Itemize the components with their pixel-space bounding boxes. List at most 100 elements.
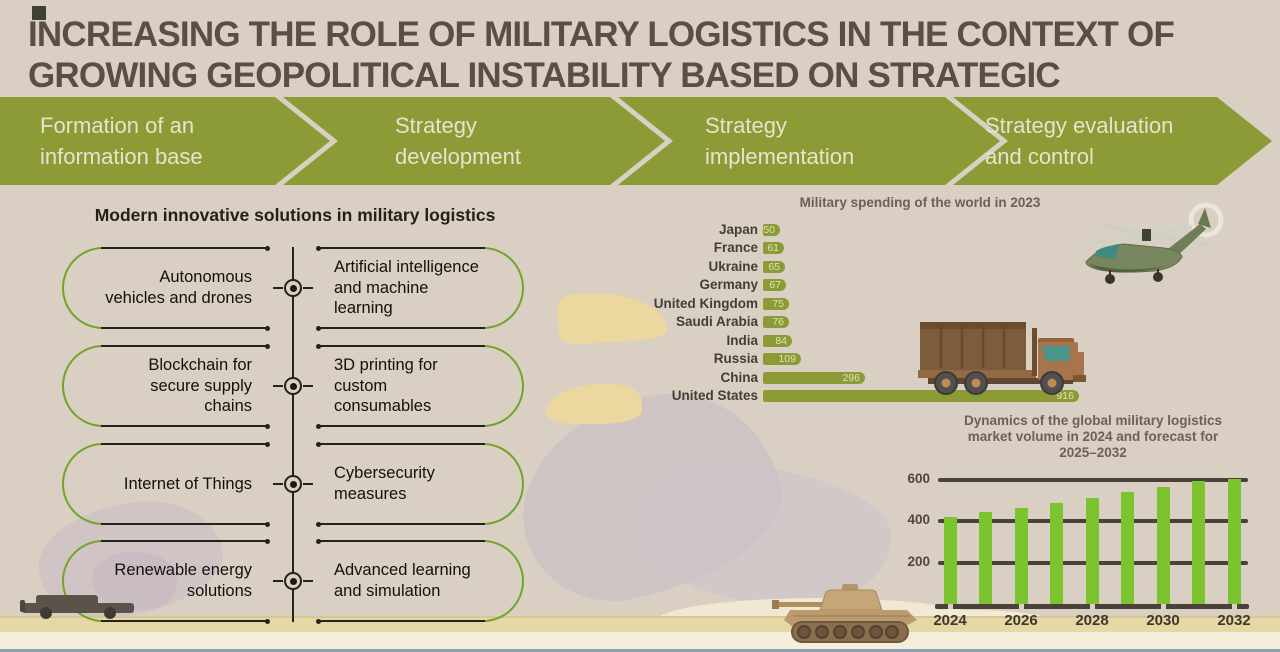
market-bar	[1050, 502, 1063, 604]
process-arrow-2	[283, 97, 665, 185]
market-bar	[1227, 478, 1241, 604]
spending-category-label: United States	[671, 388, 758, 404]
box-line	[101, 618, 270, 624]
solution-box-left: Internet of Things	[62, 441, 270, 527]
box-line	[101, 538, 270, 544]
box-line	[101, 423, 270, 429]
title-bullet-square	[32, 6, 46, 20]
process-step-label: Strategy implementation	[705, 113, 855, 169]
box-cap	[62, 247, 104, 329]
spending-value-label: 84	[775, 334, 787, 347]
market-chart-title-line: Dynamics of the global military logistic…	[963, 413, 1223, 428]
connector-node-icon	[273, 569, 313, 593]
process-step-label: Strategy development	[395, 113, 521, 169]
spending-chart-title: Military spending of the world in 2023	[799, 195, 1041, 210]
market-chart-title-line: 2025–2032	[1059, 445, 1127, 460]
spending-value-bar: 61	[763, 242, 784, 255]
solution-box-right: Cybersecurity measures	[316, 441, 524, 527]
box-line	[316, 618, 485, 624]
spending-value-label: 75	[772, 297, 784, 310]
spending-value-label: 65	[768, 260, 780, 273]
y-axis-label: 600	[907, 470, 930, 486]
spending-value-label: 916	[1056, 390, 1074, 403]
box-line	[101, 521, 270, 527]
solution-box-left: Autonomous vehicles and drones	[62, 245, 270, 331]
solution-label: 3D printing for custom consumables	[334, 356, 438, 416]
process-step-label: Strategy evaluation and control	[985, 113, 1174, 169]
connector-node-icon	[273, 374, 313, 398]
spending-chart-row: India 84	[558, 332, 1280, 350]
tank-illustration	[772, 584, 917, 643]
solution-row: Internet of Things Cybersecurity measure…	[62, 441, 524, 527]
process-step-label: Formation of an information base	[40, 113, 203, 169]
box-cap	[482, 247, 524, 329]
x-axis-gap	[1018, 604, 1024, 609]
box-line	[316, 521, 485, 527]
solution-row: Blockchain for secure supply chains 3D p…	[62, 343, 524, 429]
process-arrow-1	[0, 97, 330, 185]
box-line	[316, 423, 485, 429]
spending-value-bar: 76	[763, 316, 789, 329]
spending-category-label: China	[720, 369, 758, 385]
spending-value-bar: 75	[763, 297, 789, 310]
x-axis-gap	[947, 604, 953, 609]
market-bar	[1085, 497, 1099, 604]
market-bar	[1156, 487, 1170, 604]
connector-node-icon	[273, 472, 313, 496]
box-line	[316, 245, 485, 251]
box-line	[101, 325, 270, 331]
page-title-line2: GROWING GEOPOLITICAL INSTABILITY BASED O…	[28, 56, 1061, 95]
market-bar	[1121, 492, 1134, 604]
market-chart-title-line: market volume in 2024 and forecast for	[967, 429, 1219, 444]
solution-label: Autonomous vehicles and drones	[105, 268, 252, 307]
y-axis-label: 200	[907, 553, 930, 569]
box-line	[101, 343, 270, 349]
spending-value-label: 61	[767, 242, 779, 255]
gridline	[938, 477, 1248, 482]
spending-value-bar: 109	[763, 353, 801, 366]
x-axis-label: 2032	[1217, 612, 1251, 629]
spending-value-label: 76	[772, 316, 784, 329]
spending-category-label: France	[713, 240, 758, 256]
page-title-line1: INCREASING THE ROLE OF MILITARY LOGISTIC…	[28, 15, 1175, 54]
connector-spine	[292, 247, 294, 622]
spending-value-bar: 65	[763, 260, 785, 273]
box-line	[101, 441, 270, 447]
market-bar	[979, 512, 992, 604]
spending-category-label: India	[726, 332, 758, 348]
spending-category-label: Germany	[699, 277, 758, 293]
solution-row: Autonomous vehicles and drones Artificia…	[62, 245, 524, 331]
x-axis-gap	[1089, 604, 1095, 609]
box-line	[101, 245, 270, 251]
connector-node-icon	[273, 276, 313, 300]
x-axis-label: 2024	[933, 612, 967, 629]
spending-chart-row: Saudi Arabia 76	[558, 313, 1280, 331]
x-axis-gap	[1160, 604, 1166, 609]
box-line	[316, 538, 485, 544]
spending-value-bar: 916	[763, 390, 1079, 403]
spending-chart-row: Ukraine 65	[558, 258, 1280, 276]
spending-value-bar: 84	[763, 334, 792, 347]
spending-value-label: 67	[769, 279, 781, 292]
solutions-heading: Modern innovative solutions in military …	[94, 205, 496, 225]
x-axis-gap	[1231, 604, 1237, 609]
solution-label: Blockchain for secure supply chains	[148, 356, 252, 416]
solution-box-right: Artificial intelligence and machine lear…	[316, 245, 524, 331]
solution-label: Artificial intelligence and machine lear…	[334, 258, 479, 318]
spending-category-label: Ukraine	[708, 258, 758, 274]
page-title: INCREASING THE ROLE OF MILITARY LOGISTIC…	[28, 14, 1268, 96]
solution-box-left: Blockchain for secure supply chains	[62, 343, 270, 429]
box-line	[316, 325, 485, 331]
solution-label: Cybersecurity measures	[334, 464, 435, 503]
bottom-border-line	[0, 649, 1280, 652]
spending-category-label: Japan	[718, 222, 758, 237]
solution-label: Advanced learning and simulation	[334, 561, 471, 600]
spending-value-label: 109	[778, 353, 796, 366]
spending-category-label: Saudi Arabia	[675, 314, 758, 330]
solution-label: Internet of Things	[123, 474, 252, 493]
x-axis-label: 2026	[1004, 612, 1038, 629]
